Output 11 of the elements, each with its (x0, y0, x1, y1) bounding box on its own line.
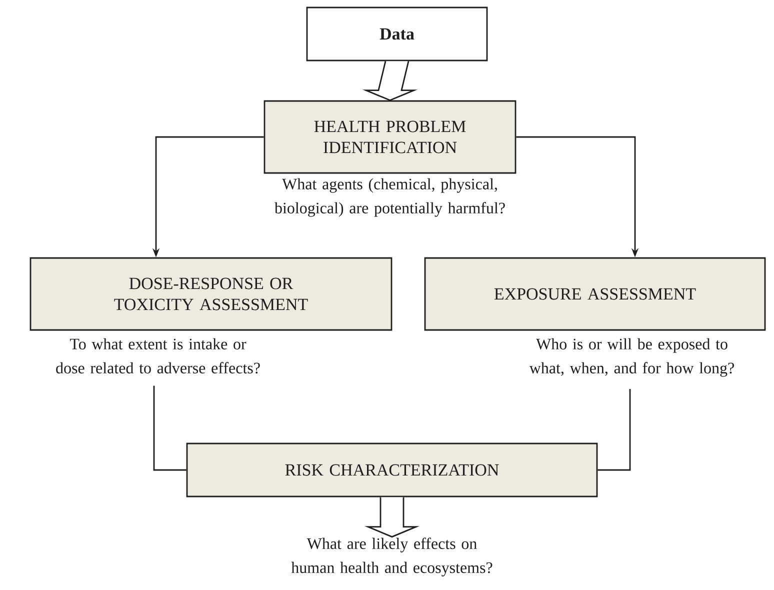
process-box: HEALTH PROBLEM IDENTIFICATION (264, 100, 516, 174)
process-box: EXPOSURE ASSESSMENT (424, 257, 766, 331)
process-box: RISK CHARACTERIZATION (186, 442, 598, 498)
question-text: To what extent is intake or dose related to adverse effects? (56, 338, 260, 374)
question-text: What are likely effects on human health and ecosystems? (291, 538, 492, 576)
question-text: Who is or will be exposed to what, when, and for how long? (529, 338, 734, 377)
hollow-arrow (362, 60, 418, 102)
question-text: What agents (chemical, physical, biological) are potentially harmful? (274, 178, 505, 217)
hollow-arrow (364, 496, 420, 538)
process-box: DOSE-RESPONSE OR TOXICITY ASSESSMENT (30, 257, 392, 331)
data-box: Data (306, 6, 488, 62)
